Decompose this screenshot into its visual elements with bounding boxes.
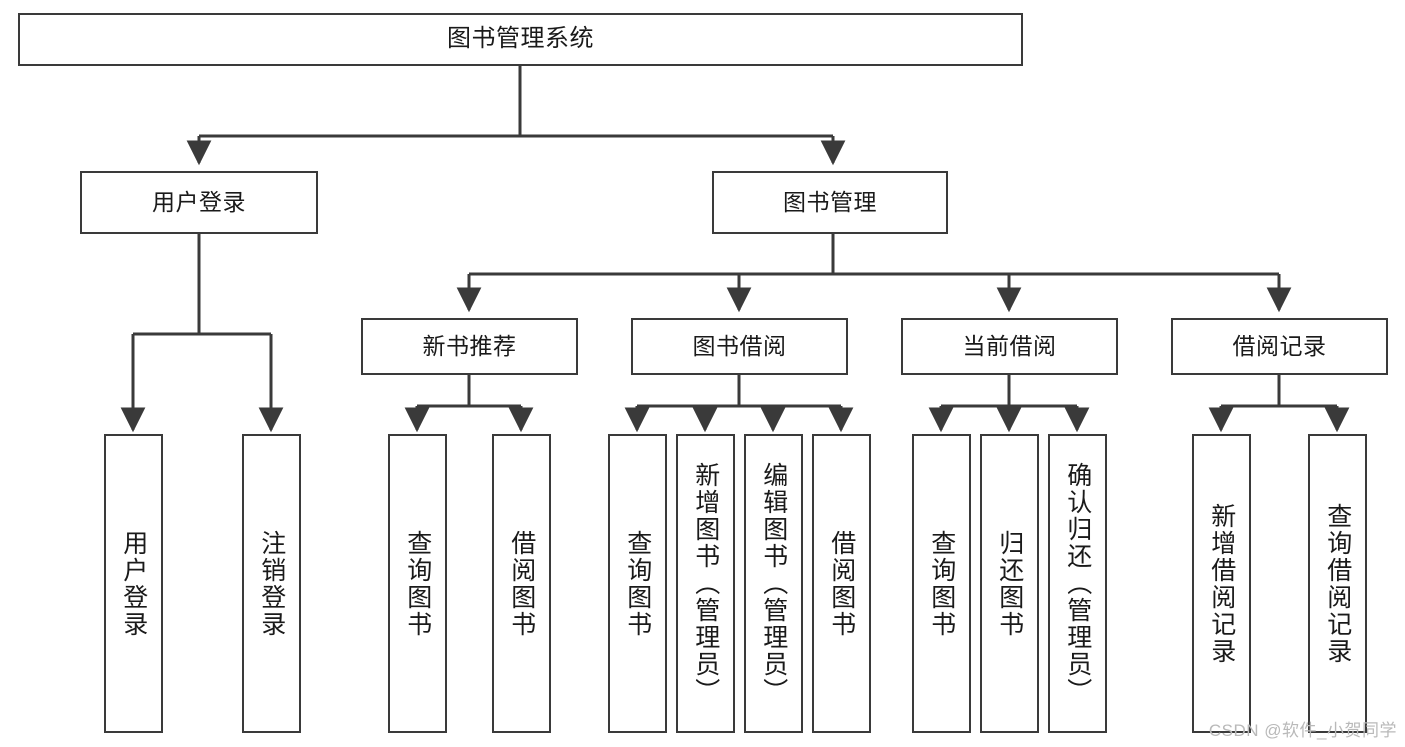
leaf-new-book-query-book[interactable]: 查询图书 — [388, 434, 447, 733]
leaf-current-borrow-return-book[interactable]: 归还图书 — [980, 434, 1039, 733]
node-label: 图书借阅 — [692, 332, 787, 359]
node-label: 编辑图书（管理员） — [759, 462, 788, 705]
leaf-current-borrow-query-book[interactable]: 查询图书 — [912, 434, 971, 733]
node-book-management[interactable]: 图书管理 — [712, 171, 948, 234]
node-label: 查询图书 — [927, 529, 956, 638]
node-root-system[interactable]: 图书管理系统 — [18, 13, 1023, 66]
leaf-book-borrow-add-book-admin[interactable]: 新增图书（管理员） — [676, 434, 735, 733]
node-label: 用户登录 — [119, 529, 148, 638]
node-label: 借阅图书 — [507, 529, 536, 638]
node-label: 注销登录 — [257, 529, 286, 638]
node-label: 借阅记录 — [1232, 332, 1327, 359]
node-label: 新书推荐 — [422, 332, 517, 359]
leaf-user-login-login[interactable]: 用户登录 — [104, 434, 163, 733]
node-label: 归还图书 — [995, 529, 1024, 638]
node-label: 确认归还（管理员） — [1063, 462, 1092, 705]
node-label: 当前借阅 — [962, 332, 1057, 359]
node-label: 图书管理 — [783, 188, 877, 215]
node-label: 用户登录 — [152, 188, 246, 215]
node-book-borrow[interactable]: 图书借阅 — [631, 318, 848, 375]
leaf-borrow-record-query-record[interactable]: 查询借阅记录 — [1308, 434, 1367, 733]
node-label: 图书管理系统 — [447, 25, 594, 53]
node-label: 查询借阅记录 — [1323, 502, 1352, 665]
node-label: 查询图书 — [403, 529, 432, 638]
node-current-borrow[interactable]: 当前借阅 — [901, 318, 1118, 375]
leaf-current-borrow-confirm-return-admin[interactable]: 确认归还（管理员） — [1048, 434, 1107, 733]
leaf-user-login-logout[interactable]: 注销登录 — [242, 434, 301, 733]
node-label: 新增图书（管理员） — [691, 462, 720, 705]
watermark-text: CSDN @软件_小贺同学 — [1208, 721, 1397, 740]
node-label: 查询图书 — [623, 529, 652, 638]
node-label: 新增借阅记录 — [1207, 502, 1236, 665]
leaf-new-book-borrow-book[interactable]: 借阅图书 — [492, 434, 551, 733]
node-new-book-recommend[interactable]: 新书推荐 — [361, 318, 578, 375]
node-borrow-record[interactable]: 借阅记录 — [1171, 318, 1388, 375]
leaf-book-borrow-query-book[interactable]: 查询图书 — [608, 434, 667, 733]
leaf-borrow-record-add-record[interactable]: 新增借阅记录 — [1192, 434, 1251, 733]
leaf-book-borrow-edit-book-admin[interactable]: 编辑图书（管理员） — [744, 434, 803, 733]
leaf-book-borrow-borrow-book[interactable]: 借阅图书 — [812, 434, 871, 733]
node-user-login[interactable]: 用户登录 — [80, 171, 318, 234]
node-label: 借阅图书 — [827, 529, 856, 638]
